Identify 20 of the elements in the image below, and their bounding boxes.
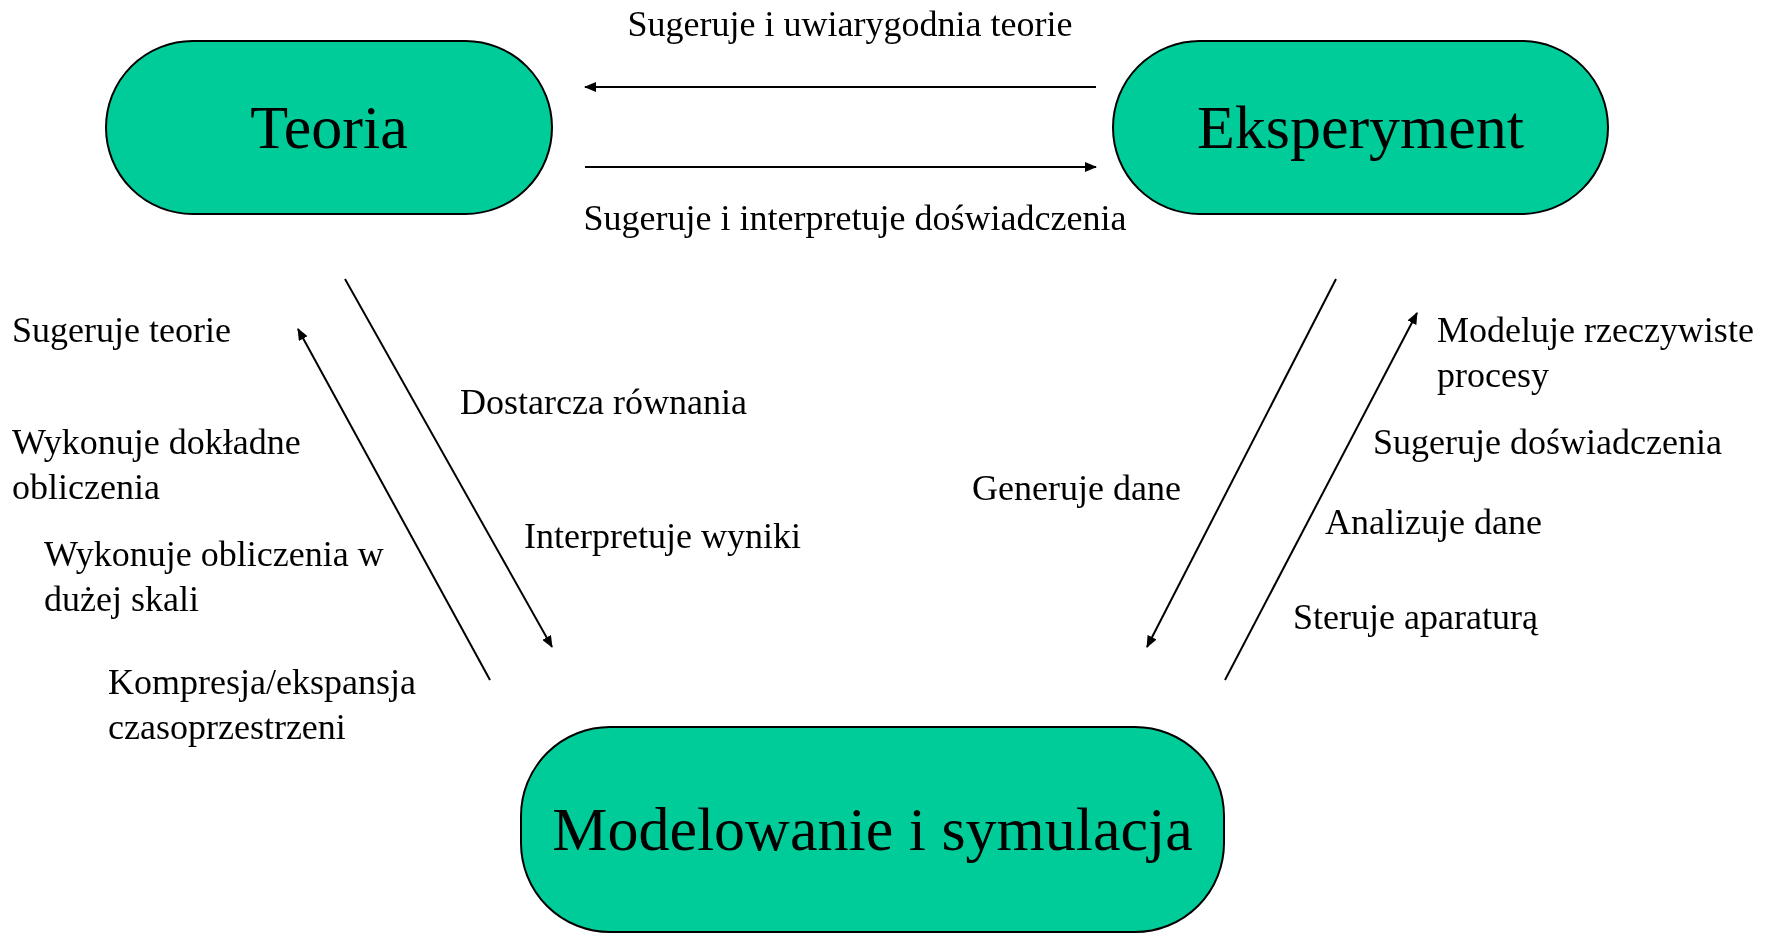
arrow — [584, 162, 1097, 172]
rounded-box: Teoria — [105, 40, 553, 215]
annotation-text: Dostarcza równania — [460, 381, 748, 424]
annotation-text: Steruje aparaturą — [1293, 596, 1540, 639]
rounded-box: Modelowanie i symulacja — [520, 726, 1225, 933]
annotation-text: Wykonuje obliczenia w dużej skali — [44, 533, 385, 621]
annotation-text: Modeluje rzeczywiste procesy — [1437, 309, 1755, 397]
arrow — [1224, 312, 1418, 681]
annotation-text: Generuje dane — [972, 467, 1182, 510]
arrow — [344, 278, 553, 648]
arrow — [584, 82, 1097, 92]
edge-label: Sugeruje i uwiarygodnia teorie — [626, 3, 1074, 46]
annotation-text: Analizuje dane — [1325, 501, 1543, 544]
annotation-text: Kompresja/ekspansja czasoprzestrzeni — [108, 661, 417, 749]
annotation-text: Sugeruje teorie — [12, 309, 232, 352]
annotation-text: Interpretuje wyniki — [524, 515, 802, 558]
arrow — [297, 328, 491, 681]
annotation-text: Sugeruje doświadczenia — [1373, 421, 1723, 464]
annotation-text: Wykonuje dokładne obliczenia — [12, 421, 302, 509]
arrow — [1146, 278, 1337, 648]
